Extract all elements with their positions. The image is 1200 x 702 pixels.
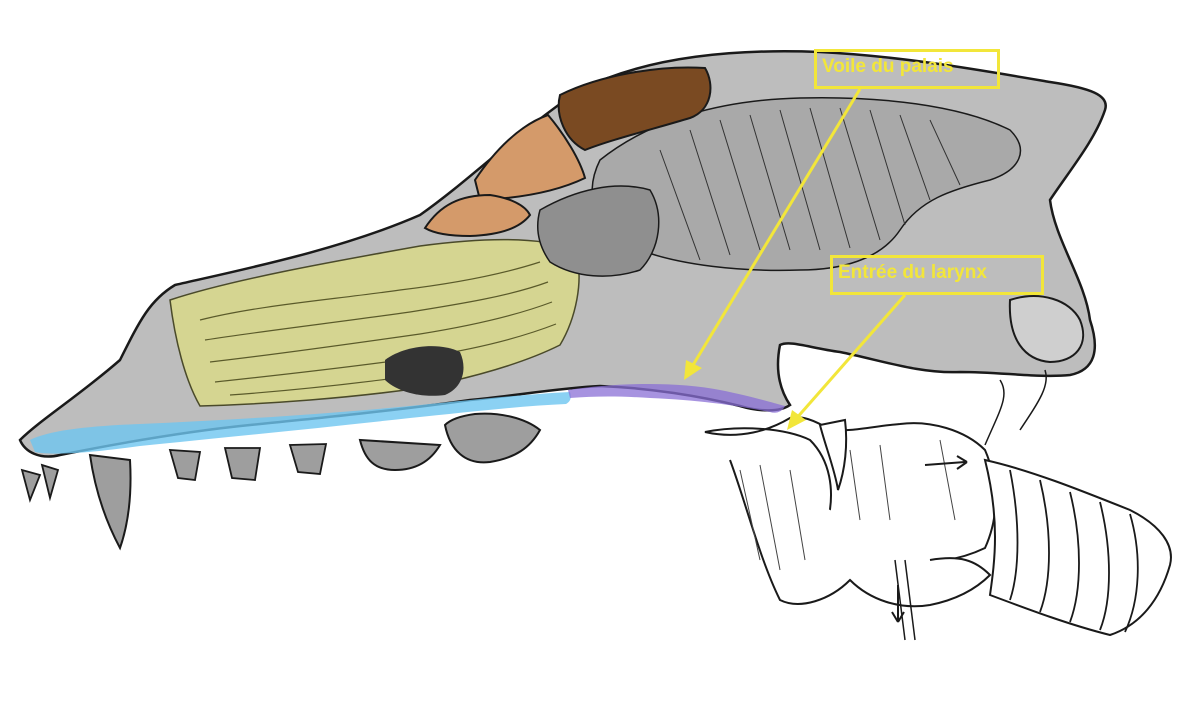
larynx-shading [739, 439, 956, 571]
direction-arrow [891, 455, 968, 623]
canine-tooth [88, 453, 132, 551]
pharynx-dark [385, 346, 464, 396]
premolar-teeth [168, 443, 328, 481]
larynx-lower-body [729, 459, 992, 608]
incisor-teeth [20, 463, 60, 503]
label-larynx-entrance: Entrée du larynx [830, 255, 1044, 295]
epiglottis [818, 418, 848, 491]
hard-palate-highlight [30, 392, 571, 454]
occipital-condyle [1008, 295, 1085, 364]
larynx-illustration [704, 369, 1172, 641]
arrow-soft-palate [688, 88, 862, 371]
nasal-conchae [169, 238, 580, 407]
molar-teeth [358, 412, 542, 472]
sinus-segment-1 [473, 113, 587, 202]
arrow-larynx [793, 294, 907, 421]
frontal-sinus [557, 66, 712, 152]
label-arrows [684, 88, 907, 430]
ethmoid-region [537, 185, 660, 277]
nerve-lines [894, 369, 1047, 641]
soft-palate-highlight [568, 384, 785, 413]
sinus-segment-2 [423, 193, 532, 238]
trachea-rings [1009, 469, 1139, 633]
arrow-larynx-head [787, 410, 806, 430]
cranial-hatch [659, 107, 961, 261]
arrow-soft-palate-head [684, 360, 702, 380]
cranial-cavity [591, 96, 1021, 272]
label-soft-palate: Voile du palais [814, 49, 1000, 89]
conchae-scrolls [199, 261, 557, 396]
